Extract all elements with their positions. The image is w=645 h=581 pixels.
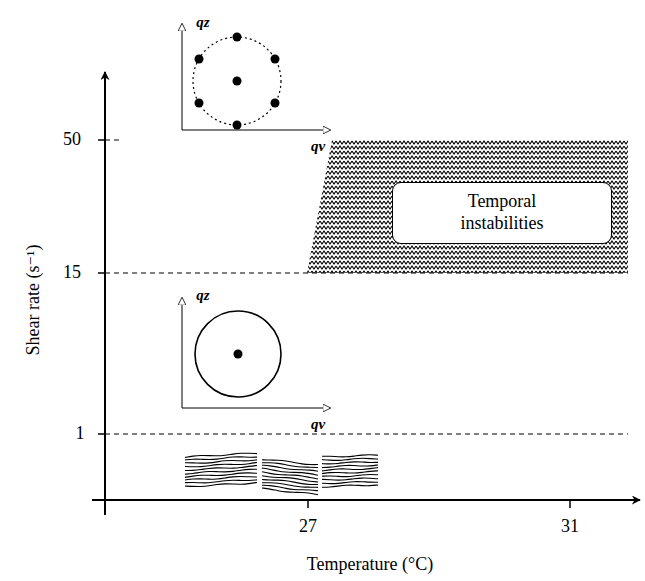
layer-stroke: [185, 457, 257, 460]
instability-region: [307, 140, 628, 273]
ticks: [98, 140, 570, 508]
layer-stroke: [322, 471, 378, 474]
layer-stroke: [262, 468, 318, 475]
layer-stroke: [185, 477, 257, 480]
tick-label: 50: [63, 130, 81, 150]
tick-label: 1: [76, 424, 85, 444]
axis-label: qv: [311, 138, 325, 155]
layer-stroke: [185, 482, 257, 486]
layer-stroke: [322, 485, 378, 487]
layer-stroke: [322, 468, 378, 471]
boundary-line: [105, 139, 120, 140]
layer-stroke: [262, 485, 318, 491]
axis-title: Shear rate (s⁻¹): [24, 245, 44, 356]
axis-label: qz: [196, 287, 209, 304]
layer-stroke: [262, 488, 318, 495]
layer-stroke: [185, 469, 257, 474]
layer-stroke: [262, 463, 318, 468]
layer-stroke: [185, 460, 257, 463]
tick-label: 27: [299, 517, 317, 537]
layer-stroke: [262, 465, 318, 471]
axis-title: Temperature (°C): [307, 555, 433, 575]
y-axis: [104, 72, 106, 515]
boundary-line: [105, 433, 628, 434]
layer-stroke: [185, 480, 257, 483]
x-axis: [92, 499, 640, 501]
layer-stroke: [322, 475, 378, 477]
lamellar-sketch: [185, 453, 378, 495]
layer-stroke: [322, 455, 378, 457]
region-label: Temporal instabilities: [442, 191, 562, 234]
layer-stroke: [322, 465, 378, 468]
boundary-line: [105, 272, 628, 273]
layer-stroke: [322, 462, 378, 464]
layer-stroke: [262, 460, 318, 465]
layer-stroke: [262, 483, 318, 488]
layer-stroke: [185, 462, 257, 466]
tick-label: 31: [561, 517, 579, 537]
layer-stroke: [322, 478, 378, 480]
ring-inset: [182, 298, 330, 408]
layer-stroke: [322, 458, 378, 460]
axis-label: qz: [196, 14, 209, 31]
axis-label: qv: [311, 416, 325, 433]
tick-label: 15: [63, 263, 81, 283]
region-label-box: Temporal instabilities: [392, 182, 612, 244]
hexagonal-inset: [182, 24, 330, 130]
layer-stroke: [322, 482, 378, 484]
layer-stroke: [262, 480, 318, 485]
